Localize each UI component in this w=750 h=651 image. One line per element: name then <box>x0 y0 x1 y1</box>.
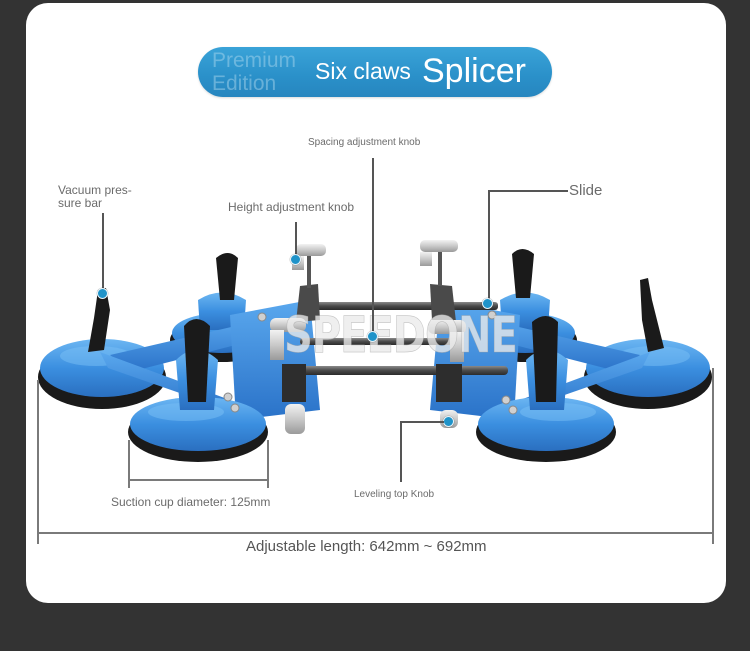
callout-vacuum-line-2: sure bar <box>58 196 103 210</box>
banner-subtitle: Six claws <box>315 58 411 84</box>
callout-line-slide-v <box>488 190 490 300</box>
marker-leveling <box>443 416 454 427</box>
callout-suction-cup-diameter: Suction cup diameter: 125mm <box>111 495 271 509</box>
brand-watermark: SPEEDONE <box>284 307 518 365</box>
callout-line-height <box>295 222 297 258</box>
marker-vacuum <box>97 288 108 299</box>
dimension-cup-right <box>267 440 269 488</box>
callout-line-spacing <box>372 158 374 334</box>
callout-line-slide-h <box>488 190 568 192</box>
dimension-cup-left <box>128 440 130 488</box>
dimension-length-right <box>712 368 714 544</box>
dimension-length-left <box>37 380 39 544</box>
dimension-cup-h <box>128 479 268 481</box>
marker-spacing <box>367 331 378 342</box>
callout-vacuum-pressure-bar: Vacuum pres- sure bar <box>58 184 132 210</box>
edition-line-1: Premium <box>212 49 297 72</box>
callout-slide: Slide <box>569 182 603 199</box>
title-banner: Premium Edition Six claws Splicer <box>198 47 552 97</box>
suction-cup-right-outer <box>584 278 712 409</box>
callout-line-leveling-v <box>400 421 402 482</box>
callout-leveling-top-knob: Leveling top Knob <box>354 489 435 500</box>
callout-spacing-adjustment-knob: Spacing adjustment knob <box>308 137 421 148</box>
marker-slide <box>482 298 493 309</box>
callout-line-leveling-h <box>400 421 444 423</box>
banner-title: Splicer <box>422 52 526 90</box>
adjustable-length-label: Adjustable length: 642mm ~ 692mm <box>246 538 487 555</box>
callout-height-adjustment-knob: Height adjustment knob <box>228 200 355 214</box>
callout-line-vacuum <box>102 213 104 293</box>
edition-label: Premium Edition <box>212 49 332 95</box>
marker-height <box>290 254 301 265</box>
callout-vacuum-line-1: Vacuum pres- <box>58 183 132 197</box>
dimension-length-h <box>37 532 713 534</box>
edition-line-2: Edition <box>212 72 277 95</box>
